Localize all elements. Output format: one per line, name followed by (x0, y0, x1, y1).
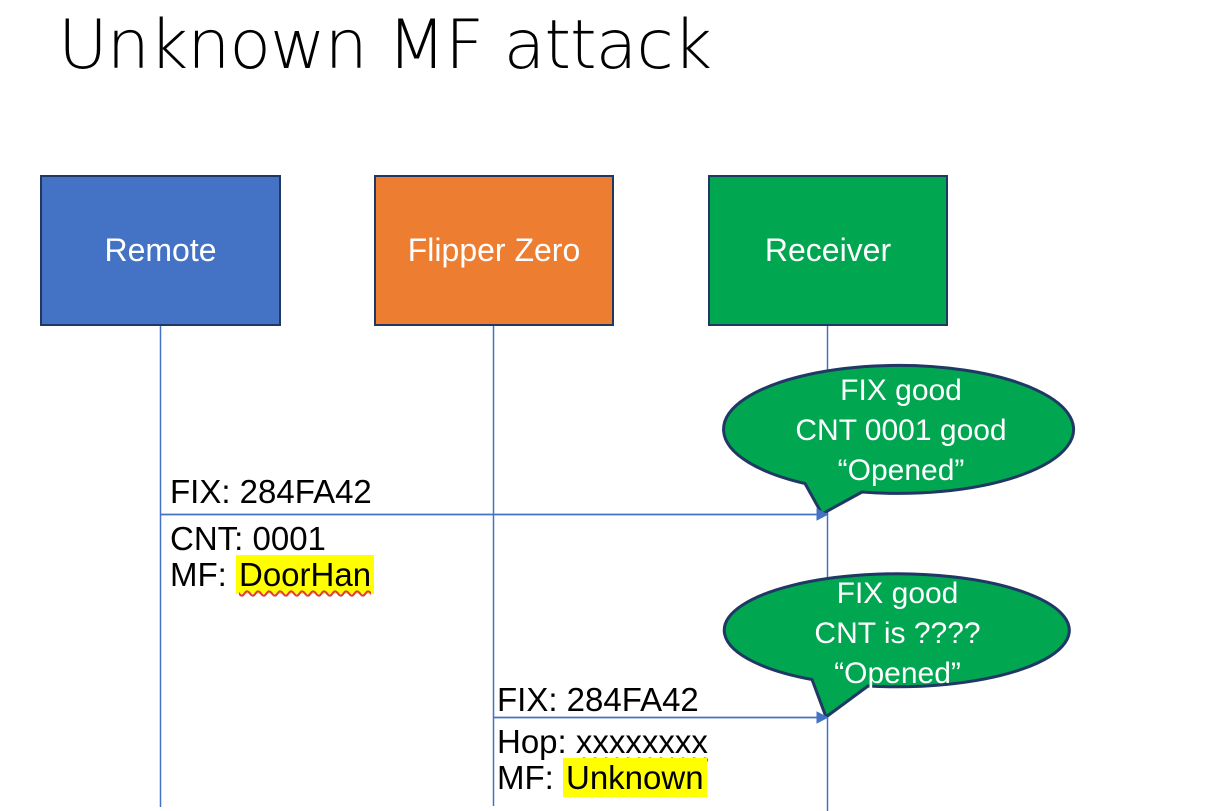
message1-arrowhead (816, 508, 829, 521)
actor-label-receiver: Receiver (764, 232, 892, 268)
message1-fix-label: FIX: 284FA42 (170, 473, 372, 510)
bubble2-line3: “Opened” (834, 657, 961, 690)
bubble2-line2: CNT is ???? (814, 617, 981, 650)
bubble1-line3: “Opened” (837, 454, 965, 487)
message1-mf-label: MF: DoorHan (170, 555, 375, 594)
message2-fix-label: FIX: 284FA42 (497, 681, 699, 718)
message1-mf-value-highlighted: DoorHan (235, 555, 375, 594)
bubble1-line2: CNT 0001 good (795, 414, 1007, 447)
message2-mf-label: MF: Unknown (497, 758, 708, 797)
actor-box-remote: Remote (40, 175, 281, 326)
bubble1-line1: FIX good (840, 374, 962, 407)
message2-detail-labels: Hop: xxxxxxxx MF: Unknown (497, 724, 708, 797)
bubble2-line1: FIX good (836, 577, 959, 610)
message1-detail-labels: CNT: 0001 MF: DoorHan (170, 521, 375, 594)
message2-hop-prefix: Hop: (497, 723, 576, 760)
message2-mf-value-highlighted: Unknown (562, 758, 707, 797)
speech-bubble-2-shape (722, 572, 1071, 719)
speech-bubble-2-text: FIX good CNT is ???? “Opened” (725, 574, 1070, 694)
message1-cnt-value: 0001 (252, 520, 326, 557)
speech-bubble-1-shape (722, 363, 1075, 516)
message1-cnt-label: CNT: 0001 (170, 521, 374, 557)
message1-cnt-prefix: CNT: (170, 520, 253, 557)
message2-hop-value: xxxxxxxx (575, 723, 708, 760)
actor-box-flipper-zero: Flipper Zero (374, 175, 614, 326)
actor-label-remote: Remote (104, 232, 217, 268)
message1-mf-prefix: MF: (170, 556, 236, 593)
actor-box-receiver: Receiver (708, 175, 948, 326)
message2-mf-prefix: MF: (497, 759, 563, 796)
speech-bubble-1-text: FIX good CNT 0001 good “Opened” (726, 371, 1076, 491)
actor-label-flipper-zero: Flipper Zero (407, 232, 581, 268)
page-title: Unknown MF attack (58, 6, 712, 85)
message2-arrowhead (816, 711, 829, 724)
message2-hop-label: Hop: xxxxxxxx (497, 724, 708, 760)
